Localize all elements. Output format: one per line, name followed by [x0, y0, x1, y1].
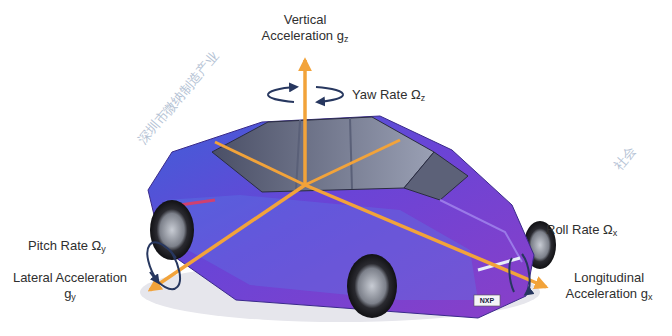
subscript: x: [613, 228, 618, 238]
rotation-arrow: [522, 254, 530, 294]
axis-arrow: [150, 185, 305, 290]
subscript: z: [421, 93, 426, 103]
rotation-arrow: [316, 87, 343, 102]
axis-arrow: [303, 60, 307, 185]
axis-label: Vertical Acceleration gz: [255, 12, 355, 44]
subscript: x: [648, 292, 653, 302]
car-windshield: [404, 152, 468, 200]
rotation-label: Roll Rate Ωx: [546, 222, 656, 238]
car-body: [148, 116, 534, 318]
watermark: 社会: [611, 143, 640, 173]
car-taillight: [180, 200, 215, 205]
rotation-label: Yaw Rate Ωz: [352, 87, 462, 103]
rotation-arrow: [147, 242, 176, 282]
car-crease: [440, 200, 522, 262]
rotation-arrow: [268, 87, 296, 102]
subscript: y: [71, 292, 76, 302]
axis-line: [305, 140, 400, 185]
axis-line: [215, 142, 305, 185]
axis-label: Lateral Acceleration gy: [10, 270, 130, 302]
license-plate: [474, 295, 500, 306]
rotation-label: Pitch Rate Ωy: [28, 238, 128, 254]
subscript: y: [101, 244, 106, 254]
rotation-arrow: [509, 258, 514, 292]
plate-text: NXP: [474, 297, 500, 305]
wheel: [347, 254, 397, 318]
wheel: [150, 200, 194, 260]
axis-label: Longitudinal Acceleration gx: [556, 270, 662, 302]
subscript: z: [344, 34, 349, 44]
car-glass: [212, 117, 434, 192]
watermark: 深圳市微纳制造产业: [135, 48, 222, 148]
rotation-arrow: [150, 250, 180, 289]
